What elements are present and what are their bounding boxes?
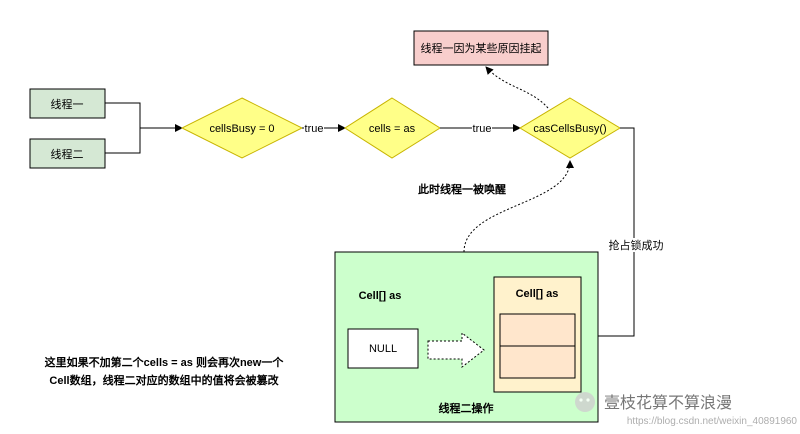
merge-connector: [105, 102, 183, 154]
grab-lock-label: 抢占锁成功: [609, 238, 664, 252]
cell-slot-0: [499, 313, 576, 347]
watermark-url: https://blog.csdn.net/weixin_40891960: [627, 416, 798, 427]
suspended-label: 线程一因为某些原因挂起: [421, 41, 542, 55]
watermark-brand: 壹枝花算不算浪漫: [604, 393, 732, 412]
cells-eq-as-decision: cells = as: [344, 97, 441, 159]
note-line-2: Cell数组，线程二对应的数组中的值将会被篡改: [49, 373, 279, 387]
edge-true-2-label: true: [473, 123, 492, 135]
op-panel-title: 线程二操作: [439, 401, 494, 415]
cas-cells-busy-label: casCellsBusy(): [533, 123, 606, 135]
cell-array-left-label: Cell[] as: [359, 290, 402, 302]
edge-true-2: true: [440, 121, 521, 135]
woken-label: 此时线程一被唤醒: [418, 182, 506, 196]
edge-true-1: true: [302, 121, 346, 135]
cell-slot-1: [499, 345, 576, 379]
cells-busy-decision: cellsBusy = 0: [180, 97, 304, 159]
thread-one-label: 线程一: [51, 97, 84, 111]
suspend-edge: [485, 66, 549, 109]
cas-cells-busy-decision: casCellsBusy(): [519, 97, 621, 159]
cell-array-right-node: Cell[] as: [493, 276, 582, 393]
cell-array-right-label: Cell[] as: [516, 288, 559, 300]
edge-true-1-label: true: [305, 123, 324, 135]
cells-busy-label: cellsBusy = 0: [209, 123, 274, 135]
suspended-node: 线程一因为某些原因挂起: [413, 30, 549, 66]
wake-edge: [463, 160, 574, 253]
watermark: 壹枝花算不算浪漫 https://blog.csdn.net/weixin_40…: [575, 392, 797, 427]
note-line-1: 这里如果不加第二个cells = as 则会再次new一个: [45, 355, 285, 369]
assign-arrow: [427, 331, 485, 369]
thread-two-node: 线程二: [29, 138, 106, 169]
grab-lock-edge: 抢占锁成功: [578, 127, 664, 340]
thread-one-node: 线程一: [29, 88, 106, 119]
cells-eq-as-label: cells = as: [369, 123, 416, 135]
thread-two-label: 线程二: [51, 147, 84, 161]
note: 这里如果不加第二个cells = as 则会再次new一个 Cell数组，线程二…: [45, 355, 285, 387]
null-label: NULL: [369, 343, 397, 355]
wechat-icon: [575, 392, 595, 412]
null-node: NULL: [347, 328, 419, 369]
